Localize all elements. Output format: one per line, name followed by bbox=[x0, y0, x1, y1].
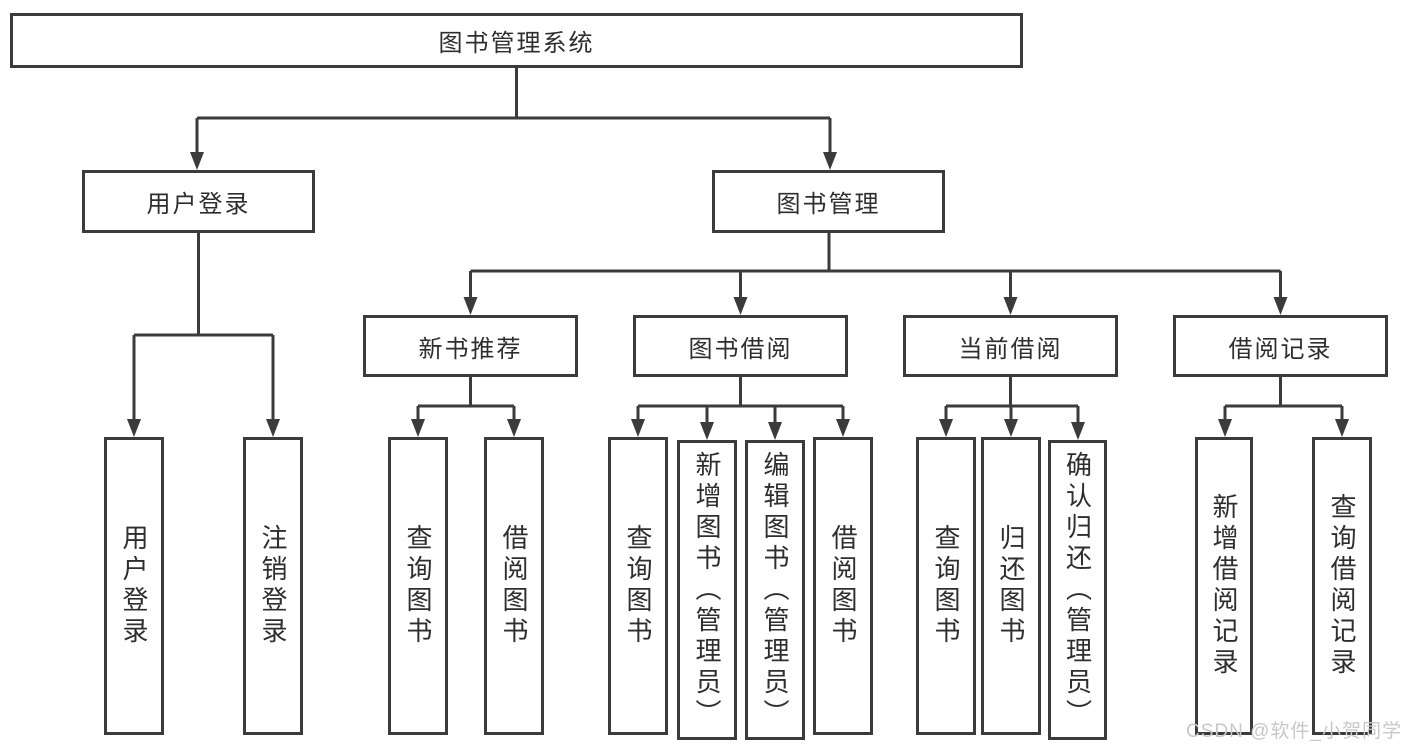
arrowhead-icon bbox=[1004, 419, 1018, 437]
leaf-add-book-admin: 新增图书（管理员） bbox=[677, 440, 737, 740]
leaf-logout: 注销登录 bbox=[243, 437, 303, 735]
leaf-edit-book-admin-label: 编辑图书（管理员） bbox=[760, 450, 790, 730]
arrowhead-icon bbox=[733, 297, 748, 315]
node-borrowing-records-label: 借阅记录 bbox=[1228, 335, 1333, 363]
leaf-query-borrow-record-label: 查询借阅记录 bbox=[1327, 493, 1357, 679]
leaf-edit-book-admin: 编辑图书（管理员） bbox=[745, 440, 805, 740]
connector-book-management-children bbox=[469, 233, 1282, 303]
arrowhead-icon bbox=[411, 419, 425, 437]
connector-root-to-level2 bbox=[195, 68, 832, 158]
leaf-borrow-book-recommend-label: 借阅图书 bbox=[499, 524, 529, 648]
arrowhead-icon bbox=[1003, 297, 1018, 315]
leaf-logout-label: 注销登录 bbox=[258, 524, 288, 648]
arrowhead-icon bbox=[1335, 419, 1349, 437]
leaf-confirm-return-admin-label: 确认归还（管理员） bbox=[1062, 450, 1093, 730]
node-library-system: 图书管理系统 bbox=[10, 13, 1023, 68]
node-new-book-recommendation: 新书推荐 bbox=[363, 315, 578, 377]
arrowhead-icon bbox=[768, 422, 782, 440]
node-book-management: 图书管理 bbox=[712, 170, 945, 233]
leaf-query-borrow-record: 查询借阅记录 bbox=[1312, 437, 1372, 735]
leaf-borrow-book-recommend: 借阅图书 bbox=[484, 437, 544, 735]
node-borrowing-records: 借阅记录 bbox=[1173, 315, 1388, 377]
leaf-return-book: 归还图书 bbox=[981, 437, 1041, 735]
leaf-user-login-label: 用户登录 bbox=[119, 524, 149, 648]
node-book-borrowing-label: 图书借阅 bbox=[688, 335, 793, 363]
arrowhead-icon bbox=[507, 419, 521, 437]
arrowheads bbox=[127, 152, 1349, 440]
leaf-return-book-label: 归还图书 bbox=[996, 524, 1026, 648]
node-library-system-label: 图书管理系统 bbox=[438, 30, 595, 57]
node-new-book-recommendation-label: 新书推荐 bbox=[418, 335, 523, 363]
leaf-user-login: 用户登录 bbox=[104, 437, 164, 735]
connector-new-book-children bbox=[416, 377, 516, 425]
arrowhead-icon bbox=[127, 419, 141, 437]
connector-book-borrow-children bbox=[636, 377, 845, 428]
leaf-add-borrow-record: 新增借阅记录 bbox=[1195, 437, 1253, 735]
leaf-add-book-admin-label: 新增图书（管理员） bbox=[692, 450, 722, 730]
node-current-borrowing: 当前借阅 bbox=[903, 315, 1118, 377]
connector-borrow-record-children bbox=[1223, 377, 1344, 425]
connector-user-login-children bbox=[132, 233, 275, 425]
watermark-text: CSDN @软件_小贺同学 bbox=[1186, 721, 1402, 742]
arrowhead-icon bbox=[939, 419, 953, 437]
arrowhead-icon bbox=[1071, 422, 1085, 440]
leaf-query-books-current: 查询图书 bbox=[916, 437, 976, 735]
leaf-borrow-book: 借阅图书 bbox=[813, 437, 873, 735]
connector-current-borrow-children bbox=[944, 377, 1080, 428]
leaf-query-books-current-label: 查询图书 bbox=[931, 524, 961, 648]
node-book-management-label: 图书管理 bbox=[776, 191, 881, 218]
arrowhead-icon bbox=[1218, 419, 1232, 437]
arrowhead-icon bbox=[266, 419, 280, 437]
leaf-query-books-recommend: 查询图书 bbox=[388, 437, 448, 735]
arrowhead-icon bbox=[700, 422, 714, 440]
arrowhead-icon bbox=[463, 297, 478, 315]
leaf-borrow-book-label: 借阅图书 bbox=[828, 524, 858, 648]
arrowhead-icon bbox=[1273, 297, 1288, 315]
arrowhead-icon bbox=[823, 152, 837, 170]
node-user-login: 用户登录 bbox=[82, 170, 315, 233]
node-book-borrowing: 图书借阅 bbox=[633, 315, 848, 377]
leaf-query-books-borrow-label: 查询图书 bbox=[623, 524, 653, 648]
arrowhead-icon bbox=[836, 419, 850, 437]
node-user-login-label: 用户登录 bbox=[146, 191, 251, 218]
leaf-query-books-recommend-label: 查询图书 bbox=[403, 524, 433, 648]
arrowhead-icon bbox=[631, 419, 645, 437]
leaf-confirm-return-admin: 确认归还（管理员） bbox=[1048, 440, 1107, 740]
arrowhead-icon bbox=[190, 152, 204, 170]
leaf-query-books-borrow: 查询图书 bbox=[608, 437, 668, 735]
node-current-borrowing-label: 当前借阅 bbox=[958, 335, 1063, 363]
leaf-add-borrow-record-label: 新增借阅记录 bbox=[1209, 493, 1239, 679]
